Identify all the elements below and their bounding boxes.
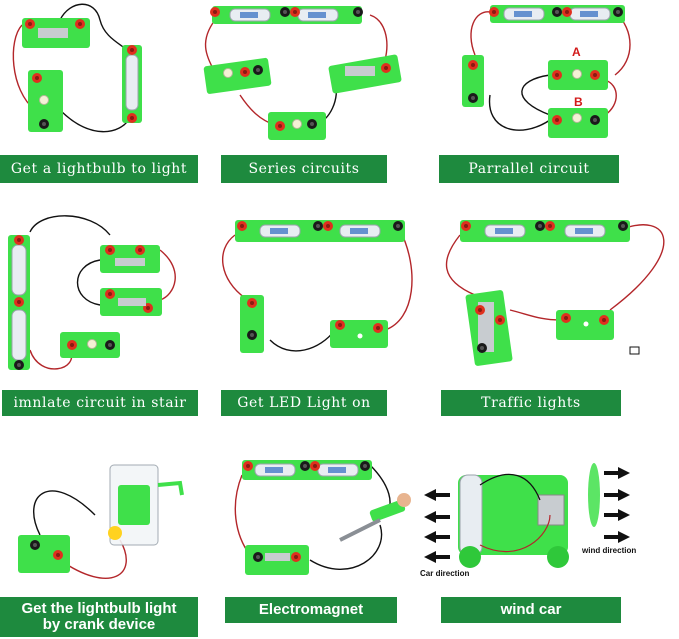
caption-electromagnet: Electromagnet — [225, 597, 397, 623]
electromagnet-illustration — [234, 460, 411, 575]
caption-led: Get LED Light on — [221, 390, 387, 416]
led-circuit-illustration — [221, 220, 413, 353]
panel-traffic: Traffic lights — [420, 210, 679, 416]
wind-car-illustration — [424, 463, 630, 568]
label-wind-direction: wind direction — [582, 546, 637, 555]
label-b: B — [574, 95, 583, 109]
caption-traffic: Traffic lights — [441, 390, 621, 416]
series-circuit-illustration — [203, 6, 402, 140]
panel-windcar: Car direction wind direction wind car — [420, 445, 679, 639]
crank-device-illustration — [18, 464, 184, 579]
caption-lightbulb: Get a lightbulb to light — [0, 155, 198, 183]
panel-lightbulb: Get a lightbulb to light — [0, 0, 200, 185]
label-a: A — [572, 45, 581, 59]
panel-series: Series circuits — [200, 0, 420, 185]
lightbulb-circuit-illustration — [12, 3, 142, 133]
caption-stair: imnlate circuit in stair — [2, 390, 198, 416]
panel-electromagnet: Electromagnet — [220, 445, 420, 639]
panel-led: Get LED Light on — [200, 210, 420, 416]
stair-circuit-illustration — [8, 215, 176, 370]
parallel-circuit-illustration — [462, 5, 631, 138]
caption-series: Series circuits — [221, 155, 387, 183]
caption-crank: Get the lightbulb light by crank device — [0, 597, 198, 637]
traffic-lights-illustration — [445, 220, 665, 366]
panel-stair: imnlate circuit in stair — [0, 210, 200, 416]
panel-parallel: A B Parrallel circuit — [420, 0, 679, 185]
label-car-direction: Car direction — [420, 569, 470, 578]
panel-crank: Get the lightbulb light by crank device — [0, 445, 200, 639]
caption-windcar: wind car — [441, 597, 621, 623]
caption-crank-text: Get the lightbulb light by crank device — [21, 600, 177, 633]
caption-parallel: Parrallel circuit — [439, 155, 619, 183]
